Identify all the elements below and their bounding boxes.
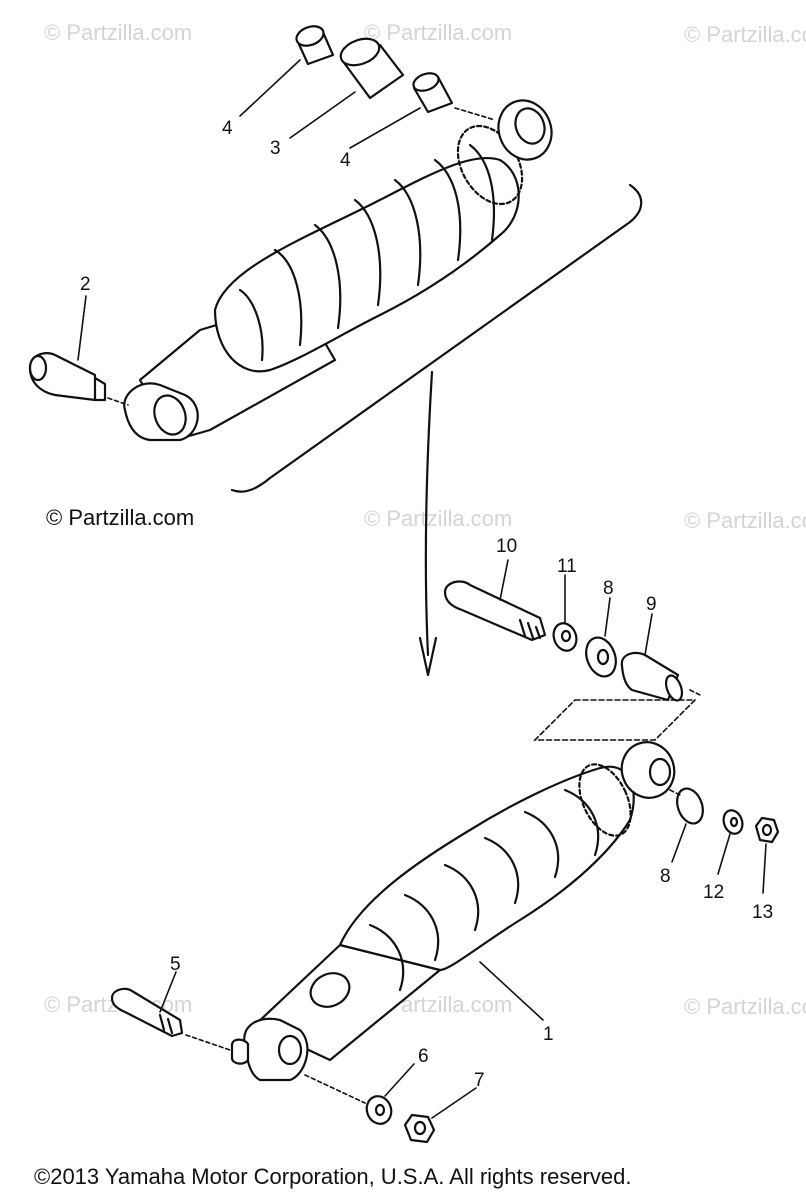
- spring-coil-line: [393, 178, 422, 287]
- spring-coil-line: [313, 223, 342, 330]
- callout-number: 7: [474, 1070, 485, 1091]
- top-shock-assembly: 4 3 4 2: [28, 25, 643, 677]
- callout-number: 10: [496, 536, 517, 557]
- watermark: © Partzilla.com: [684, 994, 806, 1019]
- seal-hole: [596, 648, 610, 666]
- callout-leader: [349, 107, 421, 149]
- callout-leader: [644, 613, 653, 656]
- axis-dashed: [669, 789, 681, 796]
- axis-dashed: [304, 1074, 366, 1104]
- axis-dashed: [185, 1034, 231, 1051]
- spring-coil-line: [563, 788, 600, 857]
- callout-number: 11: [557, 556, 577, 577]
- coil-spring: [213, 156, 520, 373]
- callout-leader: [289, 91, 356, 139]
- axis-dashed: [454, 107, 496, 121]
- spring-coil-line: [238, 288, 264, 362]
- axis-dashed: [107, 397, 129, 406]
- spring-coil-line: [523, 810, 560, 879]
- watermark: © Partzilla.com: [364, 506, 513, 531]
- callout-leader: [239, 59, 301, 117]
- callout-number: 4: [340, 150, 351, 171]
- bottom-shock-assembly: 10 11 8 9 8 12 13 5 1 6 7: [110, 536, 780, 1144]
- callout-leader: [384, 1063, 415, 1097]
- bolt-thread: [158, 1013, 174, 1035]
- callout-number: 8: [603, 578, 614, 599]
- grouping-bracket: [230, 183, 643, 493]
- watermark: © Partzilla.com: [684, 22, 806, 47]
- spring-coil-line: [443, 863, 480, 932]
- bushing-face: [339, 37, 381, 67]
- callout-number: 13: [752, 902, 773, 923]
- group-box: [533, 699, 697, 741]
- lower-eye-bore: [153, 394, 187, 436]
- callout-number: 8: [660, 866, 671, 887]
- callout-number: 4: [222, 118, 233, 139]
- spring-coil-line: [403, 893, 440, 962]
- spring-coil-line: [483, 836, 520, 905]
- collar-face: [412, 72, 440, 92]
- callout-number: 1: [543, 1024, 554, 1045]
- callout-number: 6: [418, 1046, 429, 1067]
- watermark-main: © Partzilla.com: [46, 505, 195, 530]
- callout-number: 9: [646, 594, 657, 615]
- callout-leader: [604, 597, 611, 637]
- callout-number: 2: [80, 274, 91, 295]
- callout-leader: [717, 833, 731, 875]
- washer-hole: [374, 1103, 386, 1117]
- lower-stud: [230, 1038, 250, 1065]
- collar-face: [295, 25, 325, 47]
- spring-coil-line: [433, 158, 462, 262]
- callout-leader: [499, 559, 509, 601]
- shock-label: [309, 972, 351, 1008]
- reference-arrow-line: [424, 370, 434, 657]
- washer-part: [676, 787, 704, 825]
- callout-number: 12: [703, 882, 724, 903]
- spring-coil-line: [353, 198, 382, 307]
- callout-number: 3: [270, 138, 281, 159]
- reference-arrow-head: [418, 636, 438, 677]
- callout-leader: [671, 823, 687, 863]
- lower-eye-bore: [277, 1034, 303, 1066]
- callout-leader: [431, 1087, 477, 1119]
- washer-hole: [729, 816, 739, 828]
- adjuster-ring: [578, 763, 632, 837]
- callout-leader: [159, 971, 177, 1013]
- exploded-view-svg: 4 3 4 2: [28, 25, 780, 1144]
- spring-coil-line: [368, 923, 405, 992]
- callout-leader: [762, 843, 767, 894]
- copyright-notice: ©2013 Yamaha Motor Corporation, U.S.A. A…: [34, 1164, 632, 1189]
- watermark: © Partzilla.com: [364, 20, 513, 45]
- watermark: © Partzilla.com: [684, 508, 806, 533]
- pin-step: [93, 376, 107, 402]
- washer-hole: [560, 629, 572, 643]
- bolt-thread: [518, 618, 542, 640]
- upper-eye-bore: [514, 107, 546, 145]
- spring-coil-line: [273, 248, 303, 347]
- nut-hole: [761, 823, 773, 837]
- coil-spring: [338, 765, 635, 972]
- spring-coil-line: [468, 143, 495, 242]
- callout-number: 5: [170, 954, 181, 975]
- upper-eye-bore: [648, 757, 672, 787]
- callout-leader: [77, 295, 87, 361]
- callout-leader: [479, 961, 544, 1021]
- watermark: © Partzilla.com: [44, 20, 193, 45]
- axis-dashed: [689, 689, 703, 697]
- bolt-part: [443, 580, 547, 642]
- nut-hole: [413, 1120, 427, 1136]
- bolt-part: [110, 987, 184, 1038]
- pin-face: [28, 354, 48, 382]
